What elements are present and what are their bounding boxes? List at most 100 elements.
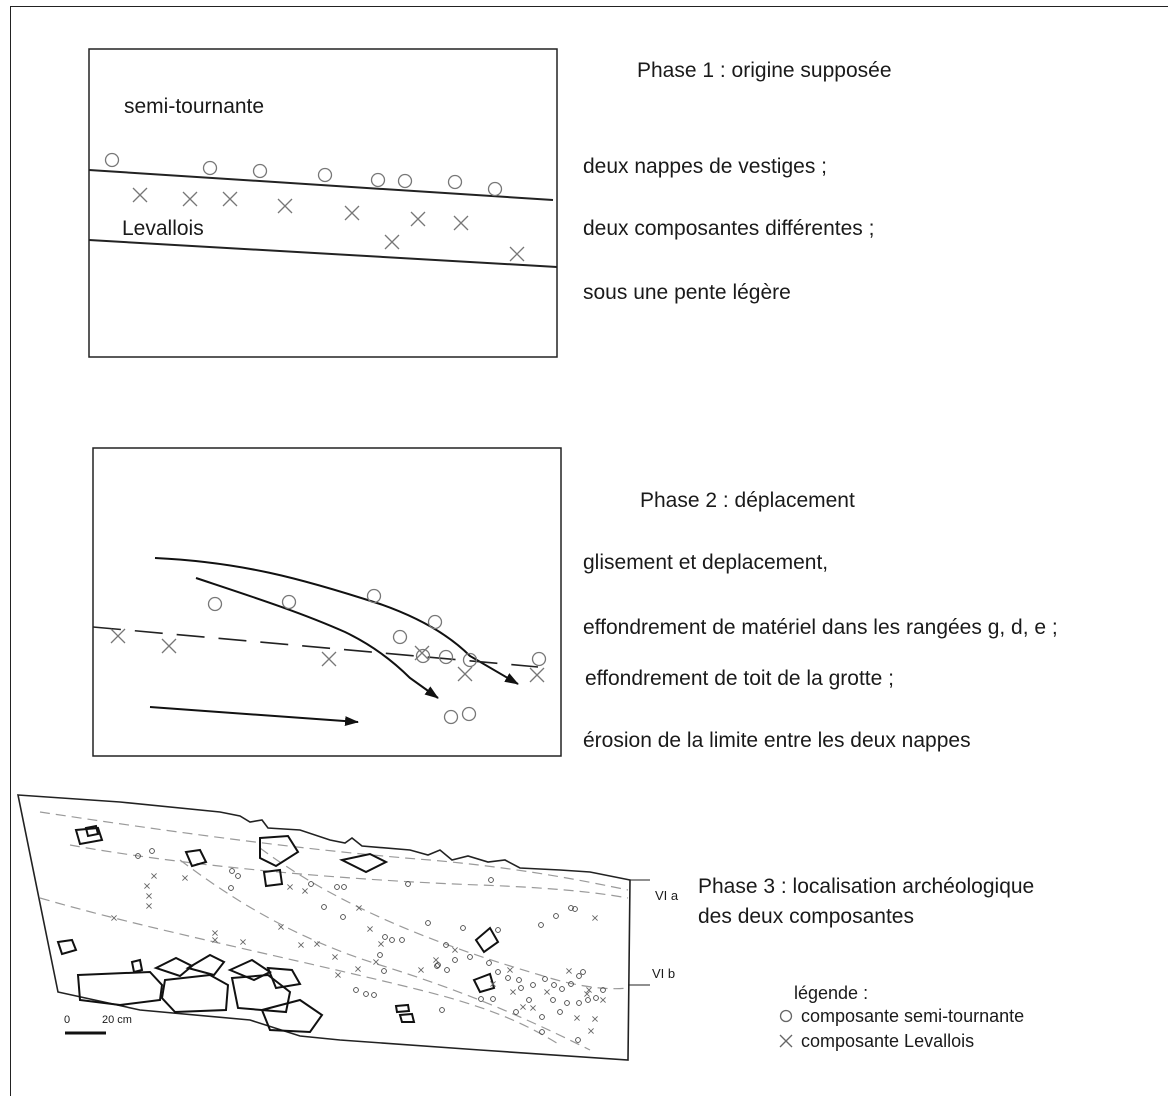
cross-marker [520, 1004, 526, 1010]
cross-marker [222, 191, 238, 207]
circle-marker [462, 652, 478, 668]
circle-marker [467, 954, 473, 960]
circle-marker [557, 1009, 563, 1015]
cross-marker [287, 884, 293, 890]
phase2-line-2: effondrement de matériel dans les rangée… [583, 616, 1058, 639]
circle-marker [308, 881, 314, 887]
circle-marker [526, 997, 532, 1003]
phase1-lower-boundary [88, 239, 558, 268]
circle-marker [377, 952, 383, 958]
scale-zero-label: 0 [64, 1014, 71, 1026]
phase1-label-semi-tournante: semi-tournante [124, 95, 265, 118]
circle-marker [443, 709, 459, 725]
cross-marker [332, 954, 338, 960]
legend-circle-icon [779, 1009, 793, 1023]
cross-marker [373, 959, 379, 965]
cross-marker [529, 667, 545, 683]
layer-label-vib: VI b [652, 966, 676, 981]
circle-marker [538, 922, 544, 928]
circle-marker [252, 163, 268, 179]
cross-marker [410, 211, 426, 227]
circle-marker [576, 973, 582, 979]
circle-marker [425, 920, 431, 926]
cross-marker [510, 989, 516, 995]
circle-marker [444, 967, 450, 973]
circle-marker [559, 986, 565, 992]
phase2-displacement-arrow [149, 706, 359, 727]
layer-boundary-vib [259, 847, 629, 990]
phase1-title: Phase 1 : origine supposée [637, 59, 892, 82]
block [184, 848, 208, 868]
circle-marker [405, 881, 411, 887]
cross-marker [335, 972, 341, 978]
circle-marker [363, 991, 369, 997]
circle-marker [415, 648, 431, 664]
cross-marker [584, 991, 590, 997]
cross-marker [344, 205, 360, 221]
circle-marker [495, 927, 501, 933]
circle-marker [427, 614, 443, 630]
circle-marker [490, 996, 496, 1002]
phase1-upper-boundary [88, 169, 554, 201]
block [339, 852, 389, 874]
circle-marker [202, 160, 218, 176]
phase2-line-1: glisement et deplacement, [583, 551, 829, 574]
block [260, 998, 324, 1034]
cross-marker [384, 234, 400, 250]
circle-marker [564, 1000, 570, 1006]
circle-marker [381, 968, 387, 974]
circle-marker [353, 987, 359, 993]
circle-marker [461, 706, 477, 722]
phase3-cross-markers [111, 873, 606, 1034]
circle-marker [235, 873, 241, 879]
cross-marker [566, 968, 572, 974]
block [266, 966, 302, 990]
cross-marker [110, 628, 126, 644]
circle-marker [488, 877, 494, 883]
cross-marker [588, 1028, 594, 1034]
cross-marker [530, 1005, 536, 1011]
phase1-cross-markers [132, 187, 525, 262]
cross-marker [146, 893, 152, 899]
section-outline [17, 794, 631, 1061]
phase3-section-drawing [17, 794, 650, 1061]
circle-marker [495, 969, 501, 975]
phase1-line-1: deux nappes de vestiges ; [583, 155, 828, 178]
phase2-line-3: effondrement de toit de la grotte ; [585, 667, 894, 690]
circle-marker [542, 976, 548, 982]
phase2-box [92, 447, 562, 757]
rock-blocks [56, 824, 500, 1034]
circle-marker [207, 596, 223, 612]
layer-boundary-middle [39, 897, 561, 1046]
circle-marker [397, 173, 413, 189]
cross-marker [144, 883, 150, 889]
circle-marker [438, 649, 454, 665]
cross-marker [355, 966, 361, 972]
phase1-box [88, 48, 558, 358]
block [394, 1003, 411, 1014]
circle-marker [585, 997, 591, 1003]
figure-frame [10, 6, 1168, 1096]
circle-marker [341, 884, 347, 890]
circle-marker [553, 913, 559, 919]
circle-marker [321, 904, 327, 910]
block [74, 826, 104, 846]
phase2-title: Phase 2 : déplacement [640, 489, 855, 512]
circle-marker [576, 1000, 582, 1006]
block [472, 972, 496, 994]
legend-cross-label: composante Levallois [801, 1031, 975, 1051]
circle-marker [460, 925, 466, 931]
layer-label-via: VI a [655, 888, 679, 903]
circle-marker [439, 1007, 445, 1013]
phase1-diagram [88, 48, 558, 358]
cross-marker [212, 930, 218, 936]
circle-marker [486, 960, 492, 966]
circle-marker [447, 174, 463, 190]
phase3-title-line-1: Phase 3 : localisation archéologique [698, 875, 1035, 898]
circle-marker [389, 937, 395, 943]
circle-marker [334, 884, 340, 890]
circle-marker [530, 982, 536, 988]
circle-marker [518, 985, 524, 991]
